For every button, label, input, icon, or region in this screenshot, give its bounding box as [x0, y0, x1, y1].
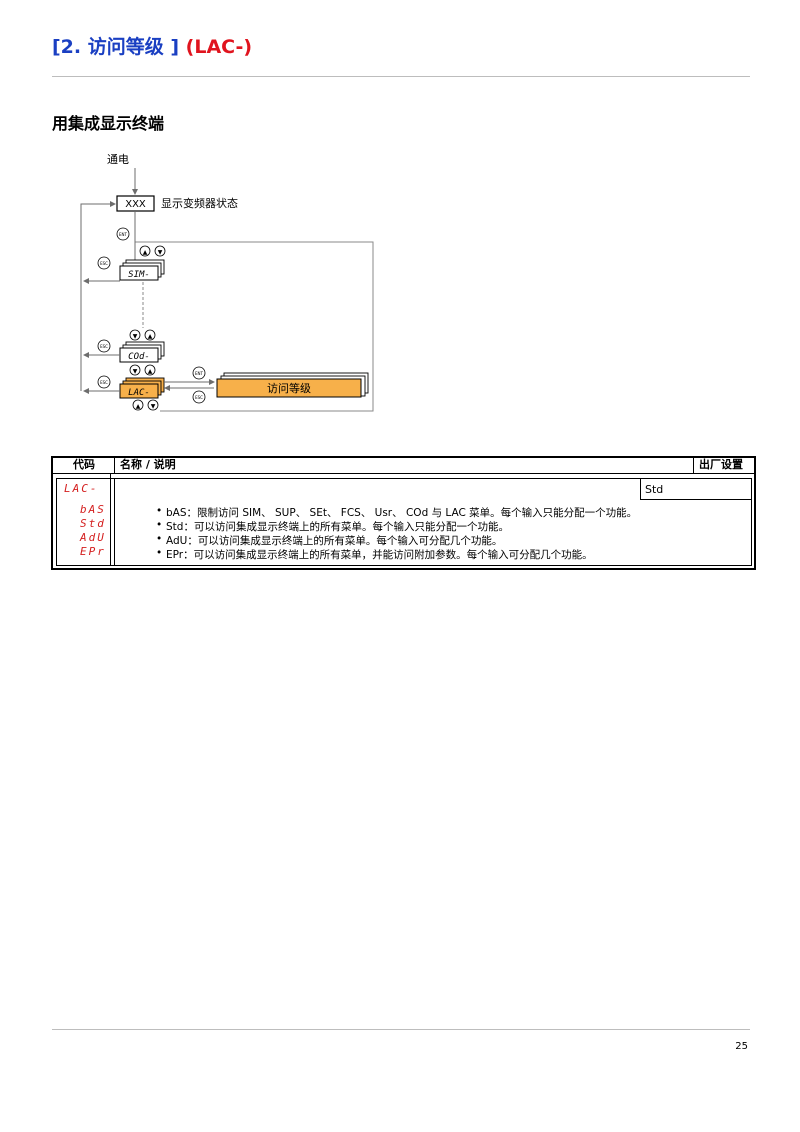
nav-arrows-cod-top: ▼ ▲ [129, 329, 156, 341]
code-option: EPr [80, 545, 106, 558]
col-name-header: 名称 / 说明 [115, 456, 694, 473]
footer-divider [52, 1029, 750, 1030]
svg-text:ESC: ESC [100, 344, 108, 349]
menu-cod-label: COd- [128, 352, 150, 362]
ent-button-top: ENT [116, 227, 130, 241]
page-title: [2. 访问等级 ] (LAC-) [52, 32, 252, 59]
svg-text:ESC: ESC [100, 380, 108, 385]
page-title-code: (LAC-) [185, 36, 253, 58]
nav-arrows-sim: ▲ ▼ [139, 245, 166, 257]
table-row [56, 478, 752, 566]
status-display-box [116, 195, 155, 212]
menu-sim-label: SIM- [128, 270, 150, 280]
option-description: AdU：可以访问集成显示终端上的所有菜单。每个输入可分配几个功能。 [156, 533, 502, 548]
nav-arrows-cod-bottom: ▼ ▲ [129, 364, 156, 376]
code-main: LAC- [64, 482, 99, 495]
nav-arrows-lac-bottom: ▲ ▼ [132, 399, 159, 411]
menu-lac-box: LAC- [119, 377, 165, 399]
svg-text:▲: ▲ [136, 403, 141, 410]
svg-text:▼: ▼ [133, 368, 138, 375]
header-divider [52, 76, 750, 77]
page-number: 25 [735, 1041, 748, 1052]
esc-button-lac: ESC [97, 375, 111, 389]
svg-text:▲: ▲ [148, 368, 153, 375]
section-title: 用集成显示终端 [52, 114, 165, 133]
col-code-header: 代码 [54, 456, 115, 473]
svg-text:ENT: ENT [195, 371, 204, 376]
table-header-divider [53, 473, 755, 474]
code-option: AdU [80, 531, 106, 544]
svg-text:▼: ▼ [151, 403, 156, 410]
status-display-text: XXX [125, 199, 146, 210]
return-loop-line [80, 201, 116, 391]
col-divider-code-inner [114, 478, 115, 566]
esc-button-target: ESC [192, 390, 206, 404]
power-on-label: 通电 [107, 153, 129, 166]
option-description: bAS：限制访问 SIM、 SUP、 SEt、 FCS、 Usr、 COd 与 … [156, 505, 637, 520]
default-value-cell [640, 478, 752, 500]
option-description: Std：可以访问集成显示终端上的所有菜单。每个输入只能分配一个功能。 [156, 519, 509, 534]
svg-text:ESC: ESC [195, 395, 203, 400]
col-default-header: 出厂设置 [699, 458, 743, 471]
menu-lac-label: LAC- [128, 388, 150, 398]
esc-button-cod: ESC [97, 339, 111, 353]
table-header: 代码 名称 / 说明 出厂设置 [54, 456, 754, 473]
status-caption: 显示变频器状态 [161, 196, 238, 210]
svg-text:ESC: ESC [100, 261, 108, 266]
code-option: bAS [80, 503, 106, 516]
page-title-main: [2. 访问等级 ] [52, 36, 180, 58]
arrow-down-icon: ▼ [158, 249, 163, 256]
menu-frame [135, 241, 374, 412]
menu-cod-box: COd- [119, 341, 165, 363]
esc-button-sim: ESC [97, 256, 111, 270]
svg-text:▲: ▲ [148, 333, 153, 340]
access-level-box: 访问等级 [216, 372, 369, 398]
col-divider-code [110, 474, 111, 566]
menu-sim-box: SIM- [119, 259, 165, 281]
ent-button-lac: ENT [192, 366, 206, 380]
code-option: Std [80, 517, 106, 530]
option-description: EPr：可以访问集成显示终端上的所有菜单，并能访问附加参数。每个输入可分配几个功… [156, 547, 593, 562]
arrow-up-icon: ▲ [143, 249, 148, 256]
svg-text:▼: ▼ [133, 333, 138, 340]
default-value: Std [645, 483, 664, 496]
access-level-label: 访问等级 [267, 381, 311, 395]
svg-text:ENT: ENT [119, 232, 128, 237]
navigation-diagram: 通电 XXX 显示变频器状态 ENT ▲ ▼ SIM- ESC ▼ ▲ [80, 153, 374, 412]
parameter-table [51, 456, 756, 570]
